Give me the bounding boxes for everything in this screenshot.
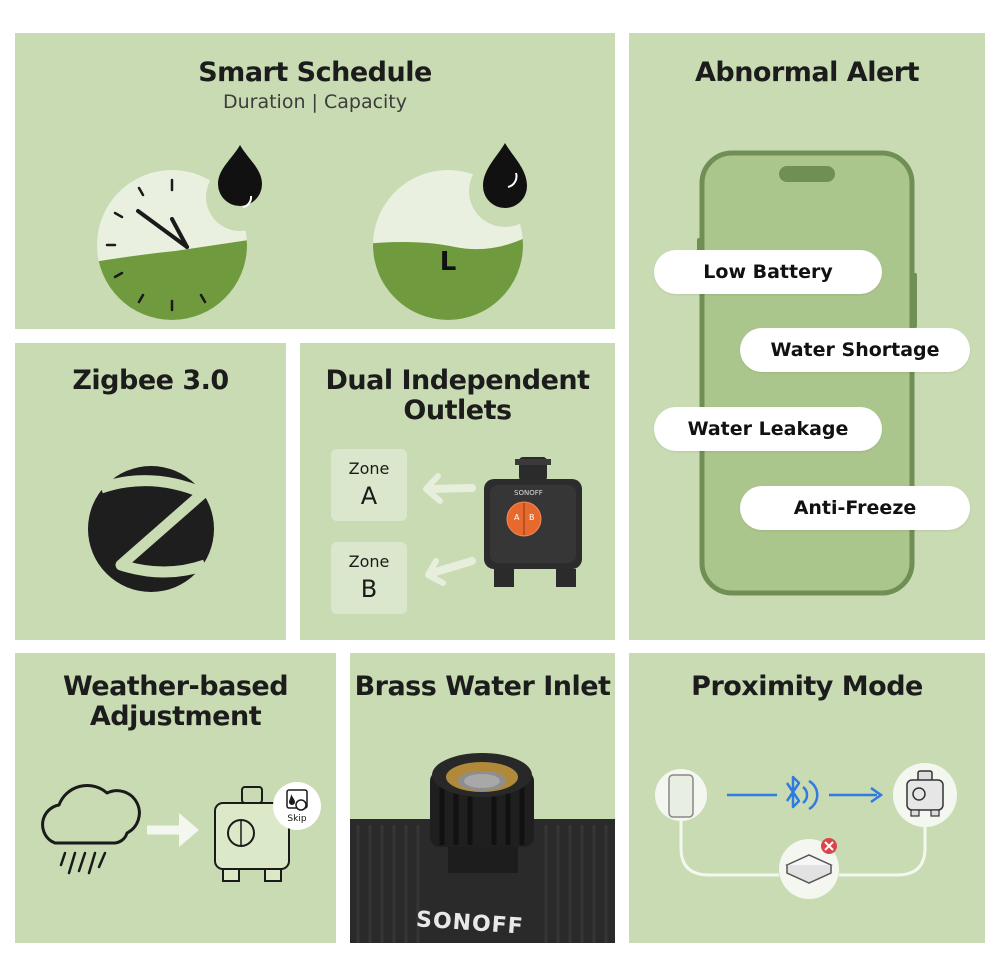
proximity-panel: Proximity Mode (629, 653, 985, 943)
dual-valve-button-b: B (529, 513, 535, 522)
zone-b-box: Zone B (331, 542, 407, 614)
zone-a-letter: A (360, 482, 378, 510)
duration-clock-icon (97, 143, 541, 320)
alert-anti-freeze: Anti-Freeze (740, 486, 970, 530)
brass-inlet-device-image (350, 753, 615, 943)
alert-water-leakage: Water Leakage (654, 407, 882, 451)
outlet-arrows-icon (423, 473, 476, 586)
smart-schedule-panel: Smart Schedule Duration | Capacity (15, 33, 615, 329)
zone-a-label: Zone (348, 459, 390, 478)
zone-a-box: Zone A (331, 449, 407, 521)
dual-outlets-title-line2: Outlets (403, 395, 512, 426)
dual-outlets-title-line1: Dual Independent (325, 365, 590, 396)
skip-label: Skip (287, 814, 307, 824)
abnormal-alert-panel: Abnormal Alert Low Battery Water Shortag… (629, 33, 985, 640)
proximity-diagram (655, 763, 957, 899)
abnormal-alert-title: Abnormal Alert (694, 57, 920, 88)
weather-panel: Weather-based Adjustment Skip (15, 653, 336, 943)
dual-valve-brand: SONOFF (514, 489, 543, 497)
dual-outlets-panel: Dual Independent Outlets Zone A Zone B S… (300, 343, 615, 640)
zigbee-logo-icon (88, 466, 214, 592)
brass-inlet-panel: Brass Water Inlet SONOFF (350, 653, 615, 943)
dual-valve-device-icon (484, 457, 582, 587)
alert-water-shortage: Water Shortage (740, 328, 970, 372)
zone-b-label: Zone (348, 552, 390, 571)
smart-schedule-subtitle: Duration | Capacity (222, 91, 408, 113)
zone-b-letter: B (360, 575, 378, 603)
rain-cloud-icon (41, 783, 141, 875)
dual-valve-button-a: A (514, 513, 520, 522)
valve-outline-icon (214, 782, 321, 882)
weather-title-line2: Adjustment (89, 701, 262, 732)
capacity-letter: L (439, 247, 457, 277)
brass-inlet-title: Brass Water Inlet (354, 671, 611, 702)
zigbee-panel: Zigbee 3.0 (15, 343, 286, 640)
right-arrow-icon (147, 813, 199, 847)
weather-title-line1: Weather-based (62, 671, 289, 702)
proximity-title: Proximity Mode (691, 671, 923, 702)
alert-low-battery: Low Battery (654, 250, 882, 294)
smart-schedule-title: Smart Schedule (198, 57, 432, 88)
zigbee-title: Zigbee 3.0 (72, 365, 229, 396)
